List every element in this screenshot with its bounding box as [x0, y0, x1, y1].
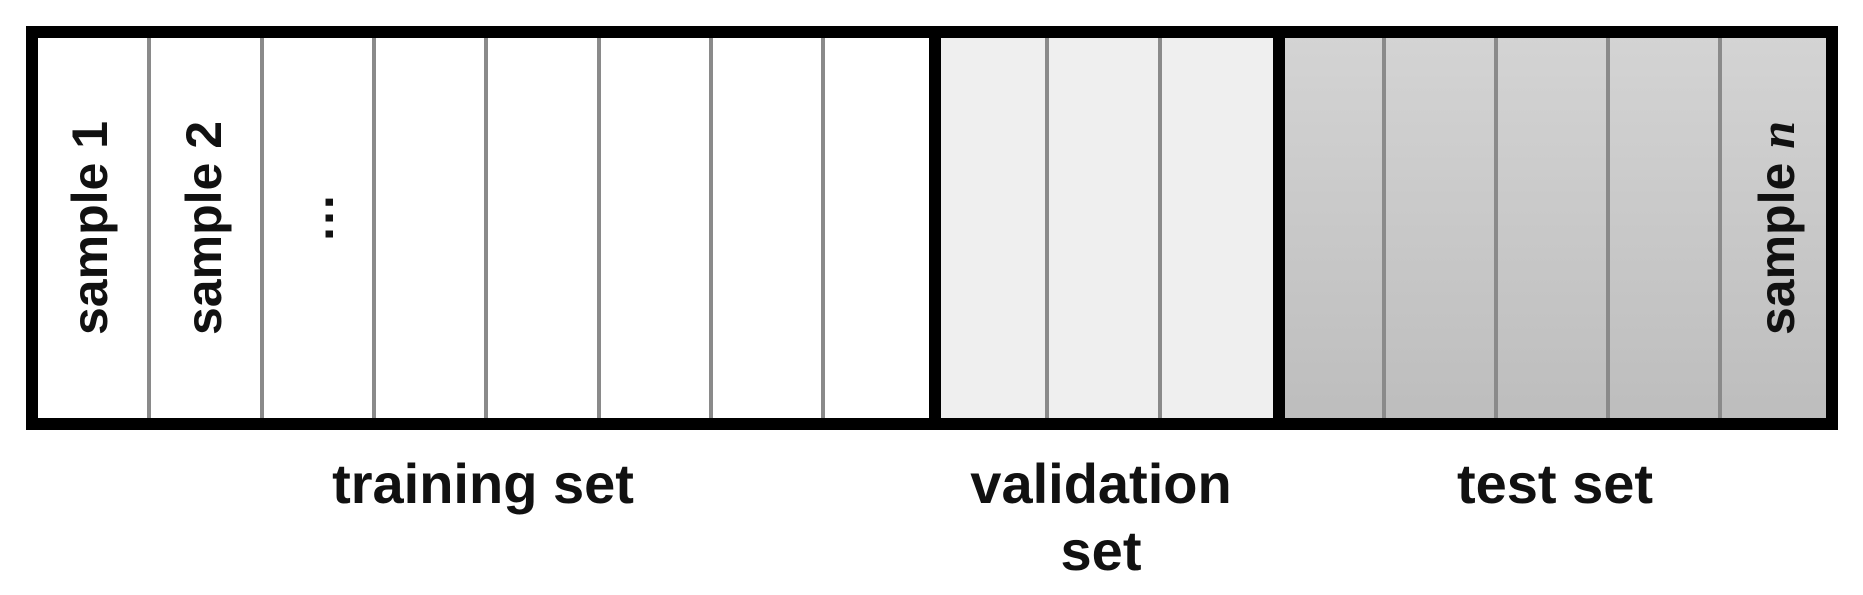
validation-set-label-line-2: set: [1061, 519, 1142, 582]
validation-region: [938, 32, 1276, 424]
sample-n-variable: n: [1749, 121, 1805, 149]
cell-dividers: [147, 32, 1722, 424]
cell-label-ellipsis: …: [288, 193, 344, 243]
sample-n-prefix: sample: [1749, 149, 1805, 335]
test-set-label: test set: [1457, 452, 1653, 515]
cell-label-sample-1: sample 1: [62, 121, 118, 335]
test-region: [1282, 32, 1832, 424]
cell-label-sample-n: sample n: [1749, 121, 1805, 335]
training-set-label: training set: [332, 452, 634, 515]
cell-label-sample-2: sample 2: [176, 121, 232, 335]
frame: [26, 26, 1838, 430]
validation-set-label-line-1: validation: [970, 452, 1231, 515]
training-region: [32, 32, 932, 424]
